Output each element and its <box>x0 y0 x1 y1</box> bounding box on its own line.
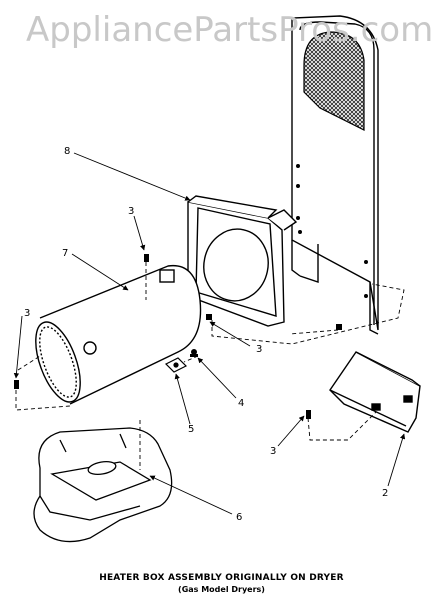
callout-leaders <box>13 152 406 515</box>
callout-3-left: 3 <box>24 308 30 319</box>
callout-8: 8 <box>64 146 70 157</box>
callout-6: 6 <box>236 512 242 523</box>
part-6-base-plate <box>33 427 173 543</box>
callout-7: 7 <box>62 248 68 259</box>
rear-panel <box>291 15 379 335</box>
callout-3-top: 3 <box>128 206 134 217</box>
part-8-heater-bracket <box>187 195 298 327</box>
callout-3-mid: 3 <box>256 344 262 355</box>
part-2-bottom-bracket <box>329 351 421 433</box>
assembly-guides <box>15 262 405 470</box>
diagram-caption-subtitle: (Gas Model Dryers) <box>178 585 265 594</box>
part-7-burner-tube <box>35 264 202 405</box>
callout-5: 5 <box>188 424 194 435</box>
vent-grille <box>303 31 365 131</box>
part-5-flame-sensor <box>164 357 188 373</box>
part-3-screws <box>14 254 342 419</box>
callout-2: 2 <box>382 488 388 499</box>
callout-3-bottom: 3 <box>270 446 276 457</box>
diagram-caption-title: HEATER BOX ASSEMBLY ORIGINALLY ON DRYER <box>99 573 344 583</box>
watermark-text: AppliancePartsPros.com <box>26 10 434 50</box>
callout-4: 4 <box>238 398 244 409</box>
part-4-screw <box>190 349 198 357</box>
